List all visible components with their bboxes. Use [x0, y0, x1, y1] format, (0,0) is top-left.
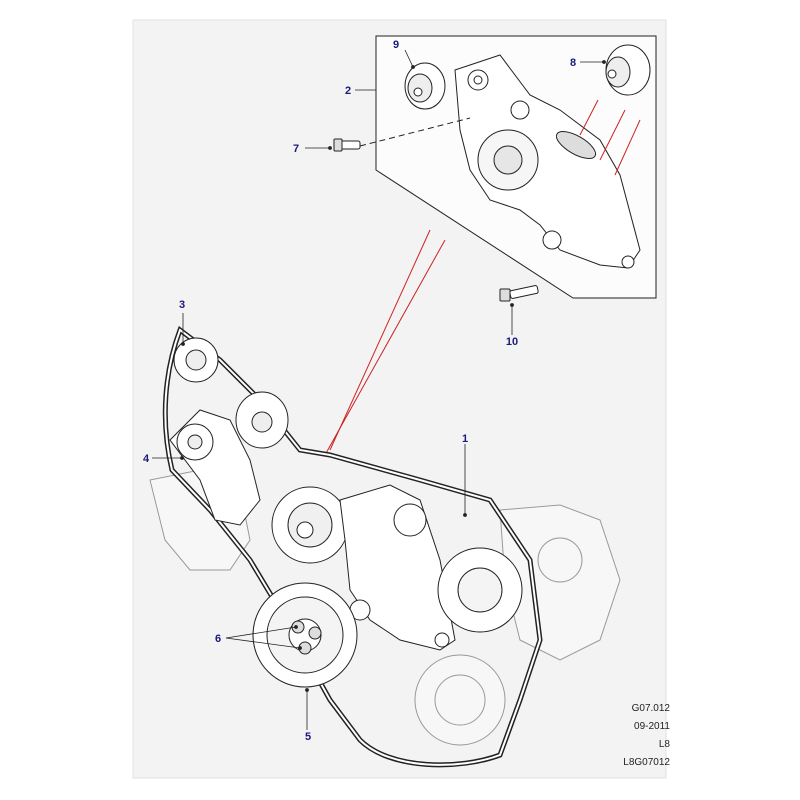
callout-4: 4 [143, 453, 150, 465]
callout-3: 3 [179, 299, 185, 311]
engine-background-parts [149, 469, 621, 746]
callout-10: 10 [506, 336, 518, 348]
leader-lines [152, 49, 606, 730]
bolt-6c [308, 626, 322, 640]
bolt-10 [499, 285, 539, 302]
reference-lines [324, 99, 641, 456]
callout-6: 6 [215, 633, 221, 645]
tensioner-bracket-inset [454, 54, 641, 269]
bolt-6a [291, 620, 305, 634]
footer-ref: L8G07012 [623, 757, 670, 768]
callout-7: 7 [293, 143, 299, 155]
bolt-7 [333, 138, 361, 152]
footer-code: G07.012 [631, 703, 670, 714]
footer-date: 09-2011 [634, 721, 670, 732]
footer-model: L8 [658, 739, 670, 750]
inset-tensioner-assembly [333, 35, 657, 299]
callout-9: 9 [393, 39, 399, 51]
callout-1: 1 [462, 433, 468, 445]
callout-2: 2 [345, 85, 351, 97]
callout-labels: 1 2 3 4 5 6 7 8 9 10 [143, 39, 576, 743]
callout-8: 8 [570, 57, 576, 69]
callout-5: 5 [305, 731, 311, 743]
